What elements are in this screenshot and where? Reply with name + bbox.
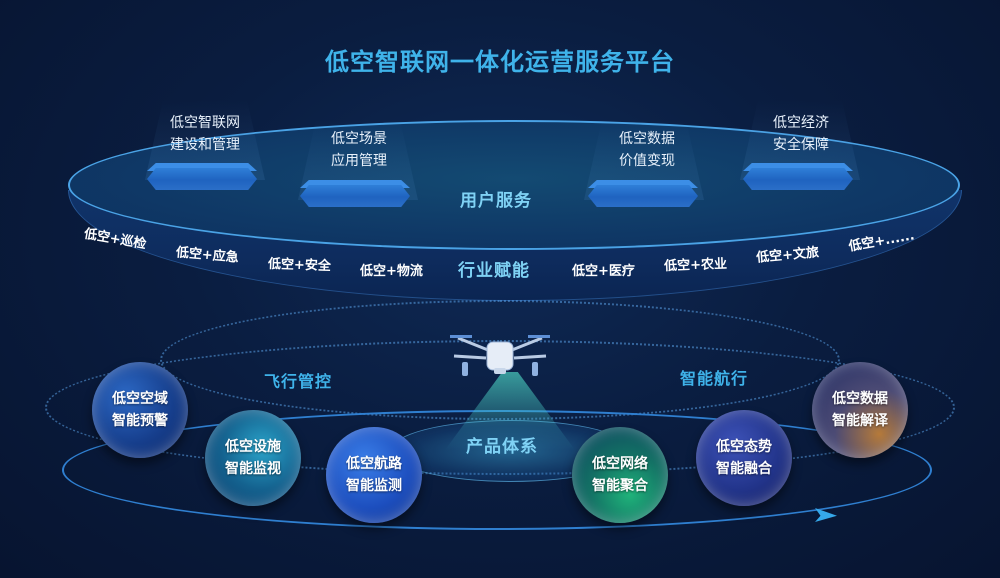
sphere-line2: 智能监测 — [346, 478, 402, 494]
orbit-arrow-icon — [815, 508, 837, 522]
sphere-airspace-warning: 低空空域 智能预警 — [92, 362, 188, 458]
user-service-item-1: 低空智联网 建设和管理 — [140, 112, 270, 156]
pedestal-4 — [743, 168, 853, 190]
item-line1: 低空场景 — [331, 131, 387, 147]
sphere-line1: 低空航路 — [346, 456, 402, 472]
industry-item: 低空+医疗 — [572, 264, 635, 279]
pedestal-top — [588, 180, 698, 188]
user-service-item-4: 低空经济 安全保障 — [736, 112, 866, 156]
product-system-label: 产品体系 — [466, 437, 538, 457]
sphere-data-interpretation: 低空数据 智能解译 — [812, 362, 908, 458]
pedestal-top — [743, 163, 853, 171]
sphere-situation-fusion: 低空态势 智能融合 — [696, 410, 792, 506]
pedestal-top — [300, 180, 410, 188]
pedestal-3 — [588, 185, 698, 207]
sphere-line1: 低空空域 — [112, 391, 168, 407]
sphere-facility-surveillance: 低空设施 智能监视 — [205, 410, 301, 506]
item-line2: 安全保障 — [773, 137, 829, 153]
drone-icon — [450, 335, 550, 376]
pedestal-2 — [300, 185, 410, 207]
sphere-route-monitoring: 低空航路 智能监测 — [326, 427, 422, 523]
industry-item: 低空+安全 — [267, 256, 332, 275]
sphere-network-aggregation: 低空网络 智能聚合 — [572, 427, 668, 523]
sphere-line2: 智能解译 — [832, 413, 888, 429]
page-title: 低空智联网一体化运营服务平台 — [325, 48, 675, 76]
smart-navigation-label: 智能航行 — [680, 369, 749, 388]
sphere-line1: 低空网络 — [592, 456, 648, 472]
industry-item: 低空+物流 — [360, 264, 423, 279]
sphere-line1: 低空数据 — [832, 391, 888, 407]
sphere-line2: 智能预警 — [112, 413, 168, 429]
item-line1: 低空经济 — [773, 115, 829, 131]
sphere-line2: 智能监视 — [225, 461, 281, 477]
industry-label: 行业赋能 — [458, 261, 530, 281]
item-line2: 价值变现 — [619, 153, 675, 169]
sphere-line2: 智能融合 — [716, 461, 772, 477]
item-line2: 应用管理 — [331, 153, 387, 169]
pedestal-top — [147, 163, 257, 171]
sphere-line1: 低空态势 — [716, 439, 772, 455]
pedestal-1 — [147, 168, 257, 190]
flight-control-label: 飞行管控 — [264, 372, 333, 391]
sphere-line2: 智能聚合 — [592, 478, 648, 494]
item-line1: 低空数据 — [619, 131, 675, 147]
item-line2: 建设和管理 — [170, 137, 240, 153]
industry-item: 低空+农业 — [663, 256, 728, 275]
item-line1: 低空智联网 — [170, 115, 240, 131]
user-service-label: 用户服务 — [460, 191, 532, 211]
sphere-line1: 低空设施 — [225, 439, 281, 455]
user-service-item-3: 低空数据 价值变现 — [582, 128, 712, 172]
user-service-item-2: 低空场景 应用管理 — [294, 128, 424, 172]
